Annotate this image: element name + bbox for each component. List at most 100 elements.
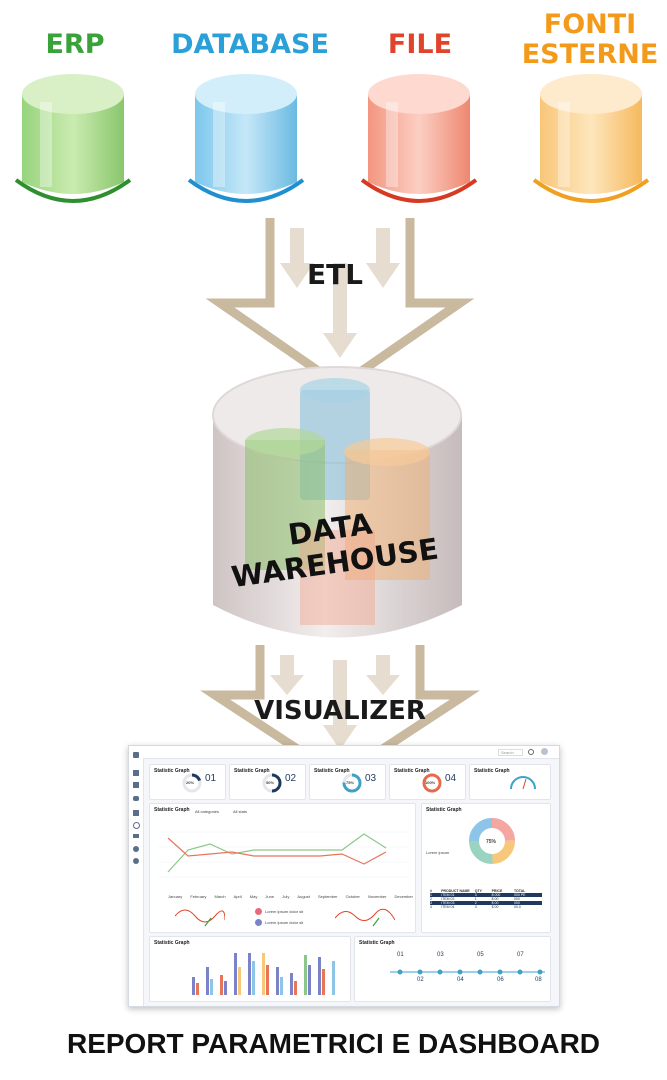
month-label: February bbox=[190, 894, 207, 899]
month-label: November bbox=[367, 894, 387, 899]
etl-label: ETL bbox=[306, 258, 364, 291]
kpi-title: Statistic Graph bbox=[314, 768, 350, 774]
month-label: April bbox=[233, 894, 242, 899]
line-chart bbox=[158, 831, 408, 878]
settings-icon[interactable] bbox=[133, 846, 139, 852]
source-label-line: ESTERNE bbox=[521, 39, 659, 70]
table-cell: ITEM 01 bbox=[441, 893, 455, 897]
erp-database-icon bbox=[14, 74, 132, 203]
dashboard-preview: Search Statistic Graph 20% 01 Statistic … bbox=[128, 745, 560, 1007]
visualizer-label: VISUALIZER bbox=[254, 696, 426, 726]
kpi-title: Statistic Graph bbox=[234, 768, 270, 774]
table-cell: 000 PE bbox=[513, 893, 526, 897]
chart-icon[interactable] bbox=[133, 770, 139, 776]
category-filter[interactable]: All categories bbox=[195, 809, 220, 814]
kpi-card-2: Statistic Graph 50% 02 bbox=[229, 764, 306, 800]
timeline-step: 08 bbox=[535, 977, 542, 983]
donut-chart bbox=[469, 818, 515, 864]
bar-chart bbox=[192, 953, 335, 995]
table-cell: 000 bbox=[513, 897, 520, 901]
donut-center-value: 75% bbox=[486, 839, 497, 845]
table-cell: ITEM 03 bbox=[441, 901, 455, 905]
month-label: March bbox=[214, 894, 226, 899]
table-cell: $ 00 bbox=[491, 901, 499, 905]
timeline-step: 05 bbox=[477, 952, 484, 958]
table-header: TOTAL bbox=[513, 889, 526, 893]
file-label: FILE bbox=[365, 30, 475, 60]
kpi-percent: 20% bbox=[186, 780, 195, 785]
grid-icon[interactable] bbox=[133, 810, 139, 816]
month-label: June bbox=[265, 894, 275, 899]
kpi-number: 01 bbox=[205, 773, 217, 784]
legend-dot-blue bbox=[255, 919, 262, 926]
table-header: QTY bbox=[474, 889, 482, 893]
timeline-title: Statistic Graph bbox=[359, 940, 395, 946]
kpi-title: Statistic Graph bbox=[394, 768, 430, 774]
table-cell: 3 bbox=[474, 893, 477, 897]
table-header-row: # PRODUCT NAME QTY PRICE TOTAL bbox=[430, 889, 542, 893]
search-icon[interactable] bbox=[133, 822, 140, 829]
search-input[interactable]: Search bbox=[498, 749, 523, 756]
external-sources-database-icon bbox=[532, 74, 650, 203]
table-header: # bbox=[430, 889, 432, 893]
sparkline-left bbox=[175, 909, 225, 927]
month-axis: January February March April May June Ju… bbox=[168, 894, 413, 899]
kpi-percent: 50% bbox=[266, 780, 275, 785]
kpi-title: Statistic Graph bbox=[474, 768, 510, 774]
timeline-panel: Statistic Graph 01 02 03 04 05 06 07 08 bbox=[354, 936, 551, 1002]
data-warehouse-icon bbox=[212, 366, 462, 638]
avatar[interactable] bbox=[541, 748, 548, 755]
table-cell: 4 bbox=[430, 905, 432, 909]
dashboard-sidebar bbox=[129, 746, 144, 1006]
table-header: PRODUCT NAME bbox=[441, 889, 470, 893]
user-icon[interactable] bbox=[133, 858, 139, 864]
table-cell: 00,0 bbox=[513, 905, 521, 909]
donut-panel: Statistic Graph 75% Lorem ipsum # PRODUC… bbox=[421, 803, 551, 933]
series-line-green bbox=[167, 833, 387, 873]
search-icon[interactable] bbox=[528, 749, 534, 755]
database-label: DATABASE bbox=[165, 30, 335, 60]
line-chart-title: Statistic Graph bbox=[154, 807, 190, 813]
legend-dot-red bbox=[255, 908, 262, 915]
chat-icon[interactable] bbox=[133, 796, 139, 801]
legend-label: Lorem ipsum dolor sit bbox=[265, 920, 304, 925]
mail-icon[interactable] bbox=[133, 834, 139, 838]
timeline bbox=[390, 969, 545, 975]
month-label: December bbox=[394, 894, 413, 899]
kpi-card-4: Statistic Graph 100% 04 bbox=[389, 764, 466, 800]
series-line-orange bbox=[167, 837, 387, 865]
month-label: August bbox=[297, 894, 310, 899]
kpi-number: 03 bbox=[365, 773, 377, 784]
table-cell: $ 000 bbox=[491, 893, 501, 897]
donut-legend-title: Lorem ipsum bbox=[426, 850, 450, 855]
table-cell: 3 bbox=[430, 901, 432, 905]
table-cell: ITEM 02 bbox=[441, 897, 455, 901]
bar-chart-title: Statistic Graph bbox=[154, 940, 190, 946]
dashboard-topbar: Search bbox=[143, 746, 559, 759]
source-label-line: FONTI bbox=[543, 9, 637, 40]
bar-chart-icon[interactable] bbox=[133, 782, 139, 788]
bar-chart-panel: Statistic Graph bbox=[149, 936, 351, 1002]
stats-filter[interactable]: All stats bbox=[233, 809, 248, 814]
line-chart-panel: Statistic Graph All categories All stats… bbox=[149, 803, 416, 933]
legend-label: Lorem ipsum dolor sit bbox=[265, 909, 304, 914]
table-cell: ITEM 04 bbox=[441, 905, 455, 909]
kpi-card-3: Statistic Graph 75% 03 bbox=[309, 764, 386, 800]
table-cell: $ 00 bbox=[491, 905, 499, 909]
table-cell: 2 bbox=[430, 897, 432, 901]
month-label: September bbox=[317, 894, 338, 899]
timeline-step: 07 bbox=[517, 952, 524, 958]
month-label: July bbox=[282, 894, 290, 899]
month-label: May bbox=[249, 894, 258, 899]
home-icon[interactable] bbox=[133, 752, 139, 758]
kpi-title: Statistic Graph bbox=[154, 768, 190, 774]
table-cell: $ 00 bbox=[491, 897, 499, 901]
kpi-card-1: Statistic Graph 20% 01 bbox=[149, 764, 226, 800]
kpi-number: 04 bbox=[445, 773, 457, 784]
month-label: October bbox=[345, 894, 360, 899]
